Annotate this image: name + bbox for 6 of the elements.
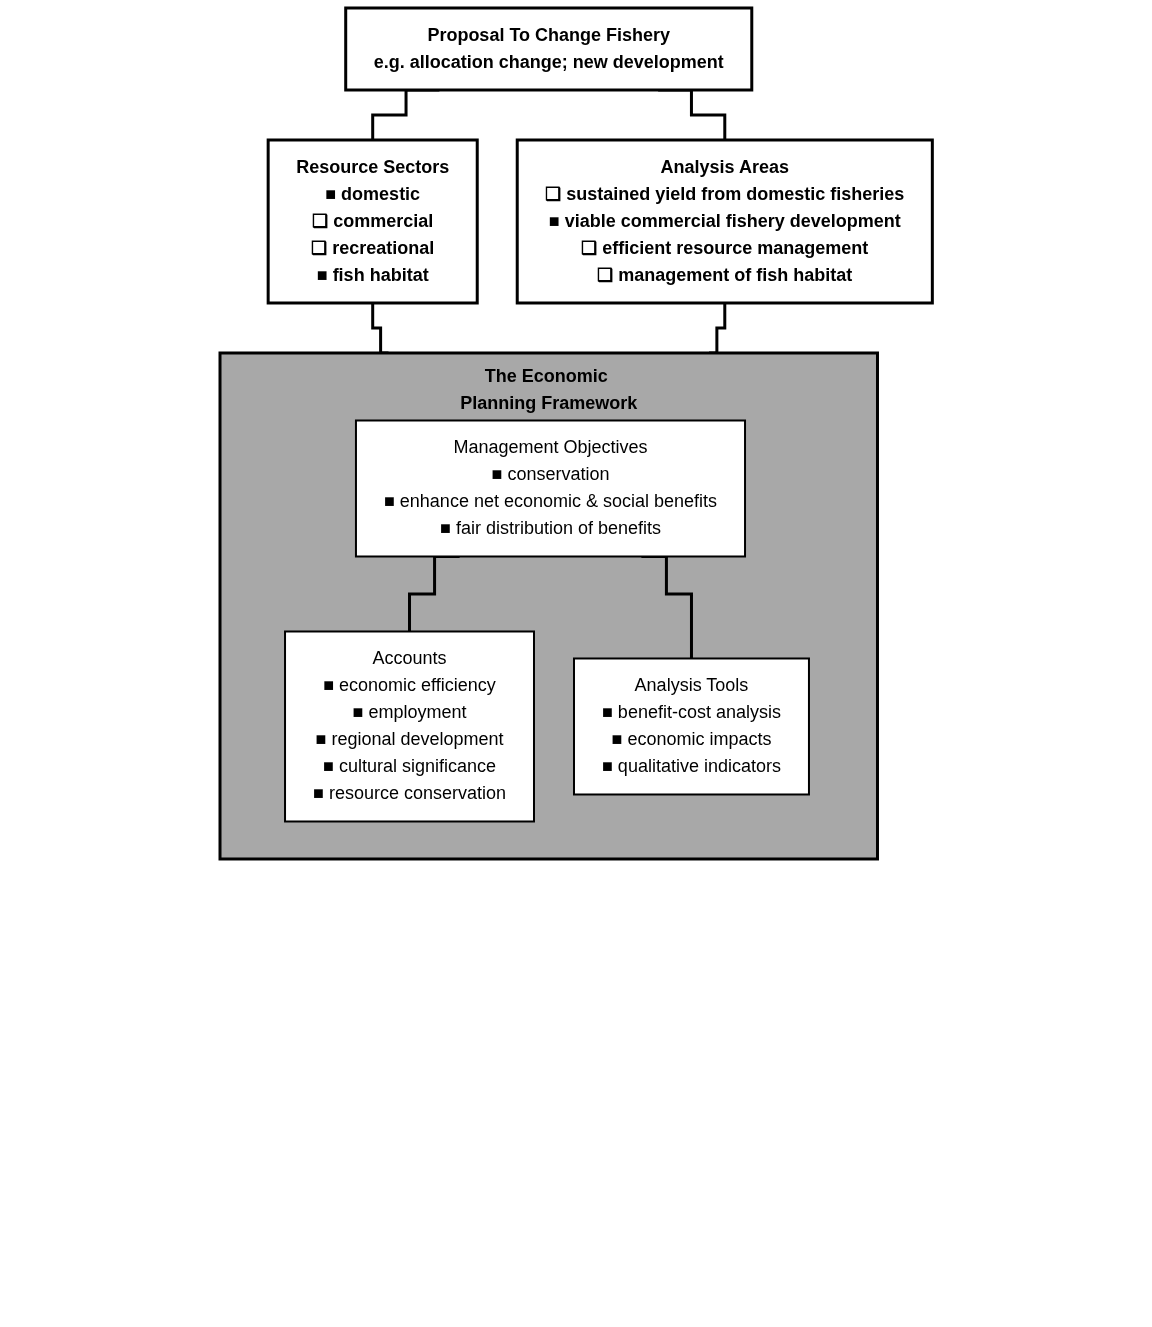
node-box: Management Objectives ■ conservation ■ enhance net economic & social benefits ■ fair distribution of benefits	[354, 419, 746, 558]
node-box: Proposal To Change Fishery e.g. allocation change; new development	[344, 6, 754, 92]
node-box: Analysis Tools ■ benefit-cost analysis ■ economic impacts ■ qualitative indicators	[572, 657, 810, 796]
node-box: Analysis Areas ❑ sustained yield from domestic fisheries ■ viable commercial fishery development ❑ efficient resource management ❑ management of fish habitat	[515, 138, 934, 305]
node-box: Accounts ■ economic efficiency ■ employment ■ regional development ■ cultural significance ■ resource conservation	[283, 630, 535, 823]
node-box: Resource Sectors ■ domestic ❑ commercial ❑ recreational ■ fish habitat	[266, 138, 479, 305]
